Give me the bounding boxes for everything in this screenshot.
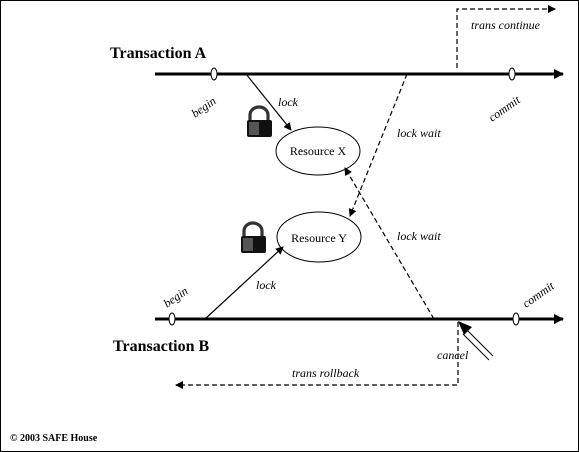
resource-y-label: Resource Y: [291, 231, 347, 245]
transaction-b-lock-arrow: [204, 246, 284, 320]
copyright-notice: © 2003 SAFE House: [10, 433, 98, 444]
transaction-b-commit-label: commit: [520, 278, 558, 310]
transaction-a-lock-wait-label: lock wait: [397, 126, 441, 140]
padlock-icon: [241, 221, 266, 253]
trans-rollback-arrow: [175, 322, 459, 389]
transaction-a-lock-label: lock: [278, 95, 299, 109]
transaction-a-lock-arrow: [245, 73, 292, 131]
cancel-arrow-icon: [458, 321, 494, 361]
transaction-b-commit-marker: [512, 312, 520, 326]
transaction-b-lock-wait-arrow: [344, 167, 435, 320]
transaction-b-title: Transaction B: [113, 338, 209, 355]
resource-y-node: [276, 211, 362, 263]
transaction-b-lock-wait-label: lock wait: [397, 229, 441, 243]
padlock-icon: [247, 105, 272, 137]
transaction-a-begin-marker: [210, 67, 218, 81]
transaction-b-lock-label: lock: [256, 278, 277, 292]
transaction-b-begin-label: begin: [161, 284, 191, 311]
transaction-a-commit-label: commit: [486, 92, 524, 124]
cancel-label: cancel: [437, 348, 469, 362]
resource-x-label: Resource X: [290, 144, 347, 158]
transaction-a-title: Transaction A: [110, 45, 207, 62]
transaction-a-begin-label: begin: [189, 94, 219, 121]
transaction-a-lock-wait-arrow: [348, 73, 408, 217]
transaction-b-begin-marker: [168, 312, 176, 326]
trans-continue-label: trans continue: [471, 18, 541, 32]
transaction-a-commit-marker: [508, 67, 516, 81]
trans-rollback-label: trans rollback: [292, 366, 360, 380]
trans-continue-arrow: [456, 5, 556, 68]
resource-x-node: [275, 126, 361, 176]
